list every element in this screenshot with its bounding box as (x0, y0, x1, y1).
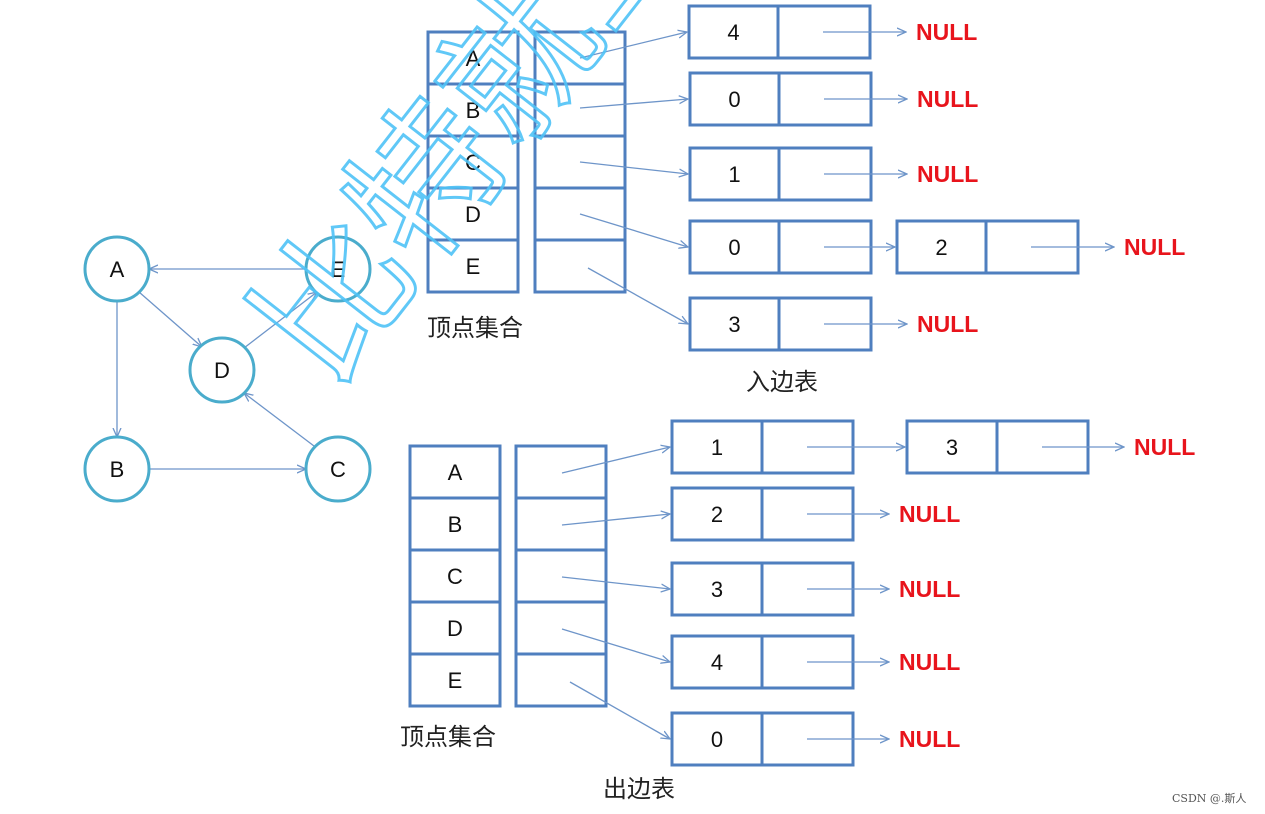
node-label-a: A (110, 257, 125, 282)
head-pointer-arrow (579, 99, 688, 109)
null-terminator: NULL (1124, 234, 1185, 260)
edge-d-to-e (243, 292, 317, 349)
null-terminator: NULL (899, 649, 960, 675)
null-terminator: NULL (917, 86, 978, 112)
vertex-cell (426, 238, 520, 294)
vertex-label: C (447, 564, 463, 589)
vertex-label: E (466, 254, 481, 279)
vertex-label: C (465, 150, 481, 175)
adjacent-vertex-index: 2 (935, 235, 947, 260)
head-pointer-cell (514, 496, 608, 552)
node-label-d: D (214, 358, 230, 383)
graph-edges (117, 269, 317, 469)
directed-graph: A E D B C (83, 235, 372, 503)
null-terminator: NULL (917, 311, 978, 337)
out-vertex-caption: 顶点集合 (400, 723, 496, 751)
null-terminator: NULL (916, 19, 977, 45)
vertex-cell (408, 600, 502, 656)
adjacent-vertex-index: 1 (711, 435, 723, 460)
in_table-vertex-row: B (426, 82, 627, 138)
in-edge-caption: 入边表 (746, 368, 818, 396)
in_table-vertex-row: D (426, 186, 627, 242)
null-terminator: NULL (899, 726, 960, 752)
adjacent-vertex-index: 0 (728, 235, 740, 260)
graph-node-e: E (304, 235, 372, 303)
adjacent-vertex-index: 3 (728, 312, 740, 337)
vertex-label: D (447, 616, 463, 641)
head-pointer-cell (514, 652, 608, 708)
out_table-vertex-row: D (408, 600, 608, 656)
vertex-label: D (465, 202, 481, 227)
graph-node-d: D (188, 336, 256, 404)
in_table-vertex-row: A (426, 30, 627, 86)
in-vertex-caption: 顶点集合 (427, 314, 523, 342)
graph-node-b: B (83, 435, 151, 503)
null-terminator: NULL (917, 161, 978, 187)
source-credit: CSDN @.斯人 (1172, 792, 1246, 805)
head-pointer-arrow (561, 576, 670, 589)
head-pointer-cell (514, 444, 608, 500)
adjacent-vertex-index: 0 (728, 87, 740, 112)
head-pointer-arrow (579, 32, 687, 59)
vertex-cell (426, 134, 520, 190)
adjacent-vertex-index: 4 (711, 650, 723, 675)
out_table-vertex-row: A (408, 444, 608, 500)
vertex-cell (408, 652, 502, 708)
out_table-vertex-row: B (408, 496, 608, 552)
null-terminator: NULL (899, 501, 960, 527)
head-pointer-arrow (579, 161, 688, 174)
watermark-overlay: 比特就业 (221, 0, 728, 412)
null-terminator: NULL (899, 576, 960, 602)
adjacent-vertex-index: 1 (728, 162, 740, 187)
adjacent-vertex-index: 0 (711, 727, 723, 752)
edge-c-to-d (244, 393, 315, 447)
edge-a-to-d (138, 291, 202, 347)
in_table-vertex-row: E (426, 238, 627, 294)
out-edge-caption: 出边表 (603, 775, 675, 803)
head-pointer-arrow (561, 628, 670, 662)
adjacent-vertex-index: 2 (711, 502, 723, 527)
vertex-label: E (448, 668, 463, 693)
adjacent-vertex-index: 4 (727, 20, 739, 45)
head-pointer-cell (514, 600, 608, 656)
vertex-label: B (466, 98, 481, 123)
node-label-c: C (330, 457, 346, 482)
head-pointer-arrow (579, 213, 688, 247)
head-pointer-arrow (587, 267, 688, 324)
head-pointer-cell (514, 548, 608, 604)
head-pointer-cell (533, 238, 627, 294)
graph-node-c: C (304, 435, 372, 503)
head-pointer-cell (533, 82, 627, 138)
node-label-b: B (110, 457, 125, 482)
vertex-cell (426, 186, 520, 242)
vertex-label: A (466, 46, 481, 71)
null-terminator: NULL (1134, 434, 1195, 460)
vertex-label: A (448, 460, 463, 485)
head-pointer-arrow (561, 514, 670, 526)
out_table-vertex-row: C (408, 548, 608, 604)
out_table-edge-node: 3 (905, 419, 1090, 475)
adjacent-vertex-index: 3 (711, 577, 723, 602)
head-pointer-arrow (569, 681, 670, 739)
adjacent-vertex-index: 3 (946, 435, 958, 460)
graph-node-a: A (83, 235, 151, 303)
vertex-label: B (448, 512, 463, 537)
vertex-cell (426, 82, 520, 138)
head-pointer-arrow (561, 447, 670, 474)
node-label-e: E (331, 257, 346, 282)
out_table-vertex-row: E (408, 652, 608, 708)
